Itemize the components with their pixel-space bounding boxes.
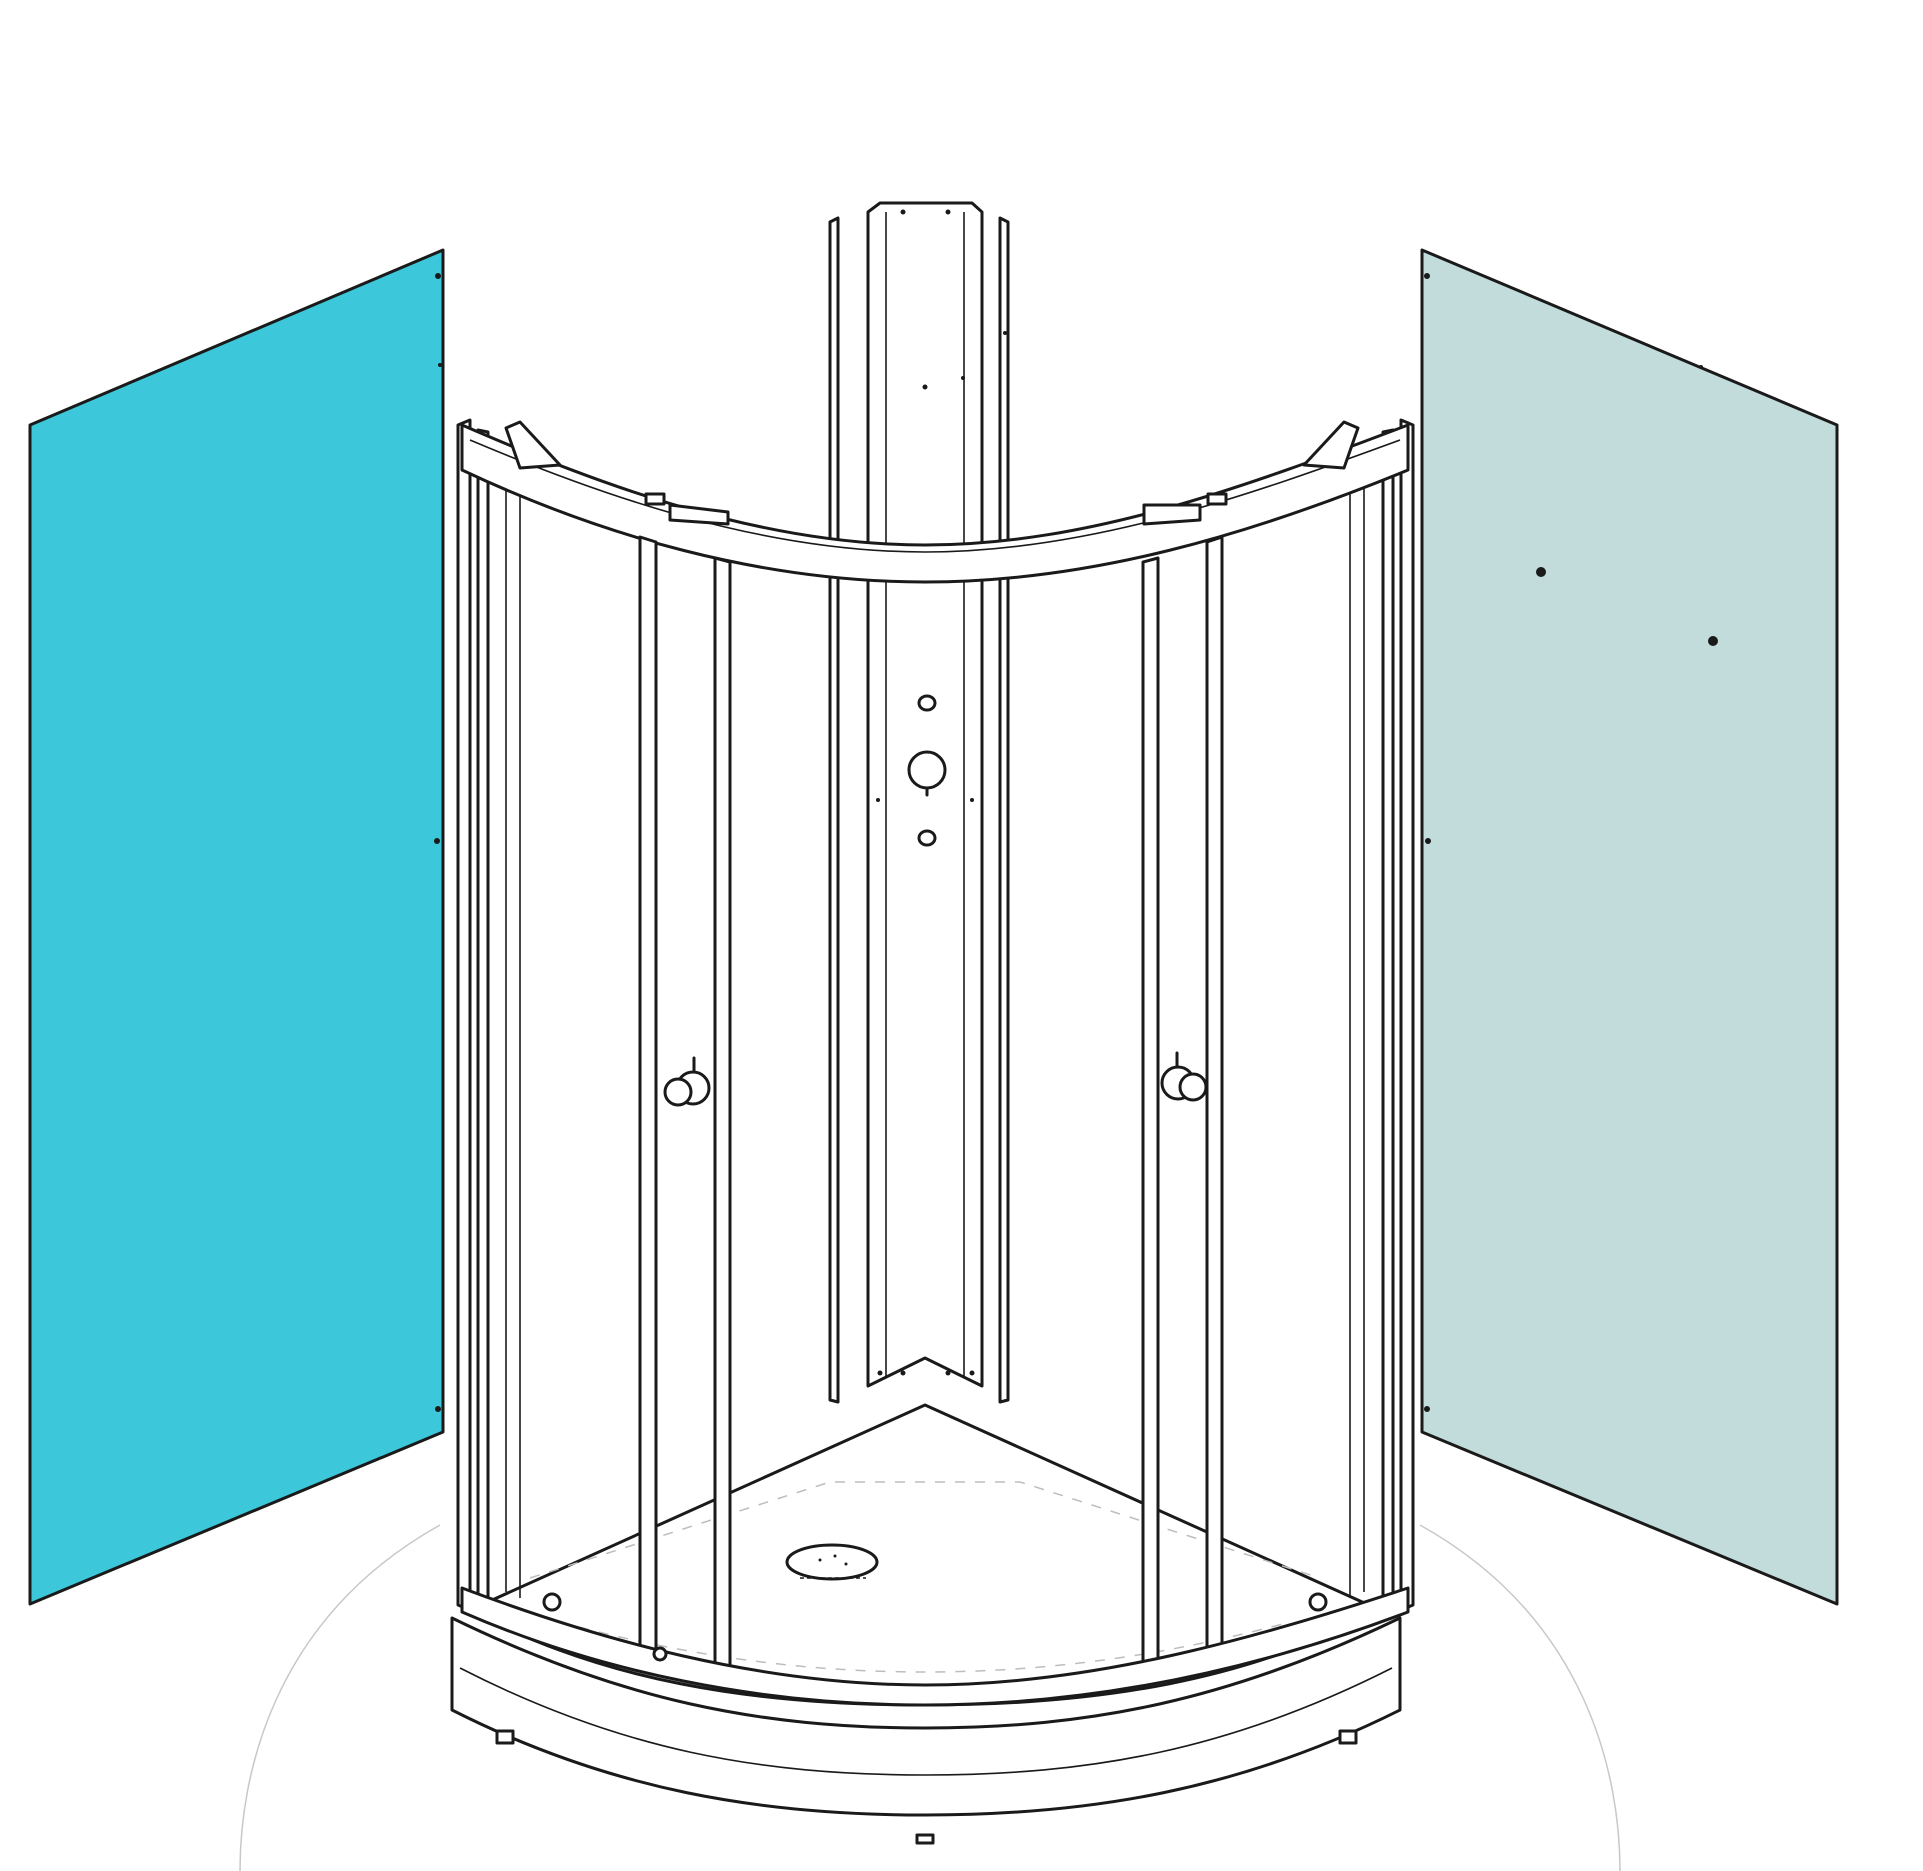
corner-column	[828, 201, 1010, 1404]
curved-sliding-door-frame	[456, 418, 1415, 1707]
floor-guide-arc	[239, 1524, 1621, 1871]
right-wall-panel	[1420, 248, 1839, 1606]
door-knob-left	[663, 1056, 711, 1107]
drain	[785, 1543, 879, 1581]
door-knob-right	[1160, 1051, 1208, 1102]
left-wall-panel	[28, 248, 445, 1606]
shower-tray	[450, 1403, 1402, 1845]
